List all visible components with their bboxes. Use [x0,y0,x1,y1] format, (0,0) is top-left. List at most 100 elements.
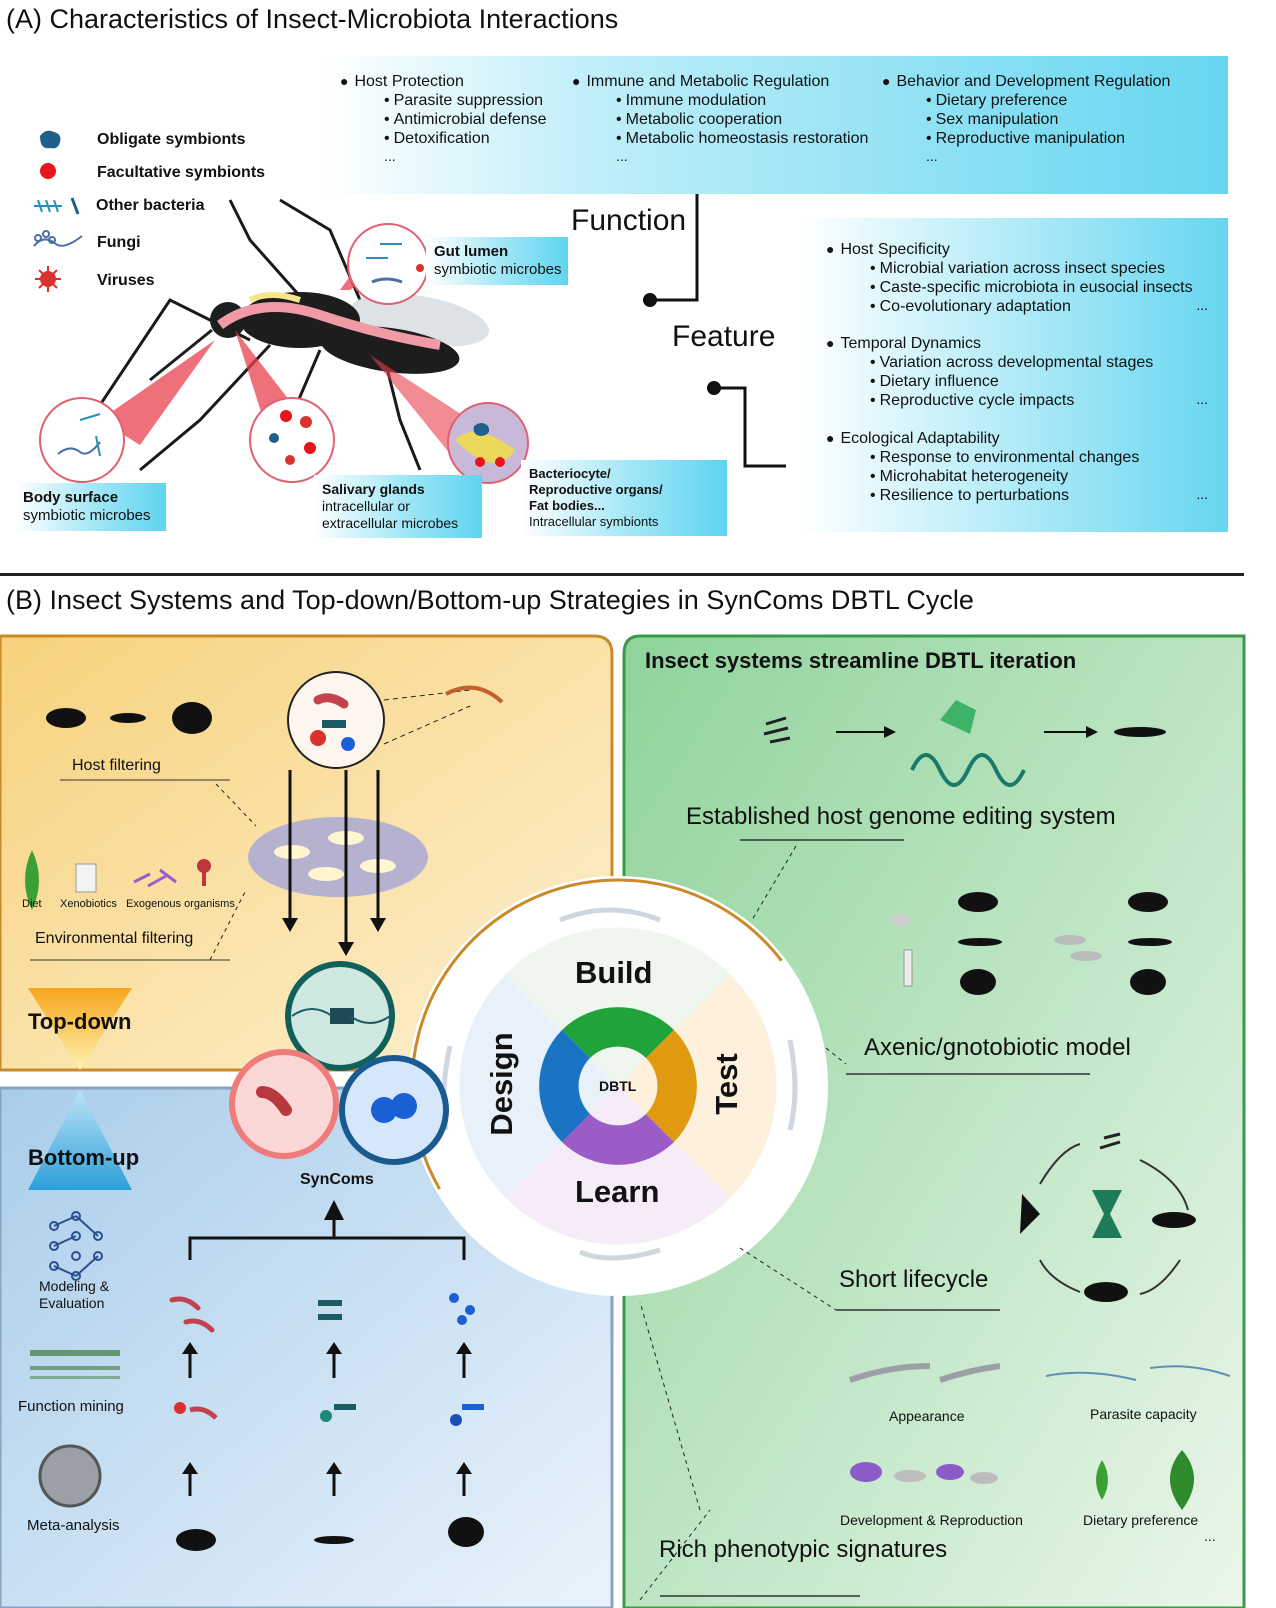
legend-fungi-label: Fungi [97,234,141,251]
feature-item: Co-evolutionary adaptation [870,297,1216,316]
syncoms-label: SynComs [300,1171,374,1188]
design-sector [459,974,618,1198]
site-tag-text: extracellular microbes [322,515,459,531]
feature-item: Variation across developmental stages [870,353,1216,372]
site-tag-bacteriocyte: Bacteriocyte/ Reproductive organs/ Fat b… [521,460,727,536]
function-item: Metabolic homeostasis restoration [616,129,869,148]
short-lifecycle-label: Short lifecycle [839,1266,989,1293]
legend-facultative-label: Facultative symbionts [97,164,266,181]
feature-label: Feature [672,320,776,353]
function-label: Function [571,204,687,237]
xenobiotics-icon [75,863,97,893]
culture-columns [169,1293,484,1551]
function-more: ... [926,148,938,164]
insect-systems-title: Insect systems streamline DBTL iteration [645,648,1077,673]
fungi-icon [33,230,83,247]
function-item: Metabolic cooperation [616,110,868,129]
insect-systems-panel [622,634,1246,1608]
build-label: Build [575,955,653,990]
function-group-behavior-development: Behavior and Development Regulation Diet… [882,72,1170,165]
design-label: Design [484,1032,519,1136]
host-insects-icon [46,702,212,734]
panel-b-graphics [0,634,1246,1608]
genome-editing-label: Established host genome editing system [686,803,1116,830]
meta-analysis-label: Meta-analysis [27,1517,120,1534]
feature-group-host-specificity: Host Specificity Microbial variation acr… [826,240,1216,316]
appearance-label: Appearance [889,1408,965,1424]
site-tag-text: symbiotic microbes [23,507,151,524]
env-diet-label: Diet [22,898,42,910]
diet-leaf-icon [25,850,39,910]
function-group-head: Behavior and Development Regulation [882,72,1170,91]
feature-group-head: Host Specificity [826,240,1216,259]
site-tag-text: intracellular or [322,498,410,514]
site-tag-gut-lumen: Gut lumen symbiotic microbes [426,237,568,285]
feature-more: ... [1196,391,1208,407]
function-group-immune-metabolic: Immune and Metabolic Regulation Immune m… [572,72,868,165]
feature-group-head: Ecological Adaptability [826,429,1216,448]
virus-icon [35,266,61,292]
function-mining-icon [30,1350,120,1379]
dbtl-ring [539,1007,697,1165]
function-item: Dietary preference [926,91,1170,110]
test-label: Test [709,1053,744,1115]
modeling-label-line1: Modeling & [39,1278,110,1294]
site-tag-bold: Fat bodies... [529,498,605,513]
filter-arrows [288,770,380,944]
phenotype-icons [849,1363,1231,1510]
feature-group-ecological-adaptability: Ecological Adaptability Response to envi… [826,429,1216,505]
feature-more: ... [1196,297,1208,313]
site-tag-text: Intracellular symbionts [529,514,659,529]
design-ring [539,1030,590,1142]
insect-gut-icon [445,685,504,704]
function-group-head: Immune and Metabolic Regulation [572,72,868,91]
test-sector [618,974,777,1198]
site-tag-bold: Reproductive organs/ [529,482,663,497]
function-item: Antimicrobial defense [384,110,547,129]
feature-group-temporal-dynamics: Temporal Dynamics Variation across devel… [826,334,1216,410]
site-tag-bold: Body surface [23,489,119,506]
phenotype-more: ... [1204,1528,1216,1544]
panel-a-graphics [33,130,786,484]
function-item: Immune modulation [616,91,868,110]
rich-phenotypic-label: Rich phenotypic signatures [659,1536,948,1563]
feature-item: Dietary influence [870,372,1216,391]
legend-viruses-label: Viruses [97,272,155,289]
learn-sector [506,1086,730,1245]
feature-item: Microbial variation across insect specie… [870,259,1216,278]
top-down-label: Top-down [28,1009,132,1034]
function-group-host-protection: Host Protection Parasite suppression Ant… [340,72,547,165]
function-more: ... [384,148,396,164]
feature-more: ... [1196,486,1208,502]
function-item: Detoxification [384,129,547,148]
site-tag-body-surface: Body surface symbiotic microbes [15,483,166,531]
feature-item: Microhabitat heterogeneity [870,467,1216,486]
panel-divider [0,573,1244,576]
function-item: Sex manipulation [926,110,1170,129]
env-filtering-label: Environmental filtering [35,930,194,947]
panel-b-title: (B) Insect Systems and Top-down/Bottom-u… [6,585,974,615]
parasite-capacity-label: Parasite capacity [1090,1406,1197,1422]
bottom-up-triangle [28,1090,132,1190]
facultative-symbiont-icon [40,163,56,179]
site-tag-text: symbiotic microbes [434,261,562,278]
phage-icon [197,859,211,886]
site-tag-bold: Bacteriocyte/ [529,466,611,481]
feature-item: Caste-specific microbiota in eusocial in… [870,278,1216,297]
test-ring [646,1030,697,1142]
build-ring [562,1007,674,1058]
bottom-up-tree [188,1220,466,1260]
site-tag-bold: Gut lumen [434,243,509,260]
learn-label: Learn [575,1174,660,1209]
modeling-label-line2: Evaluation [39,1295,105,1311]
bottom-up-label: Bottom-up [28,1145,140,1170]
learn-ring [562,1114,674,1165]
feature-connector [714,386,786,468]
function-group-head: Host Protection [340,72,547,91]
lifecycle-cycle [1020,1132,1196,1302]
function-more: ... [616,148,628,164]
feature-item: Response to environmental changes [870,448,1216,467]
env-exogenous-label: Exogenous organisms [126,898,235,910]
function-item: Parasite suppression [384,91,547,110]
axenic-model-icons [890,892,1172,995]
